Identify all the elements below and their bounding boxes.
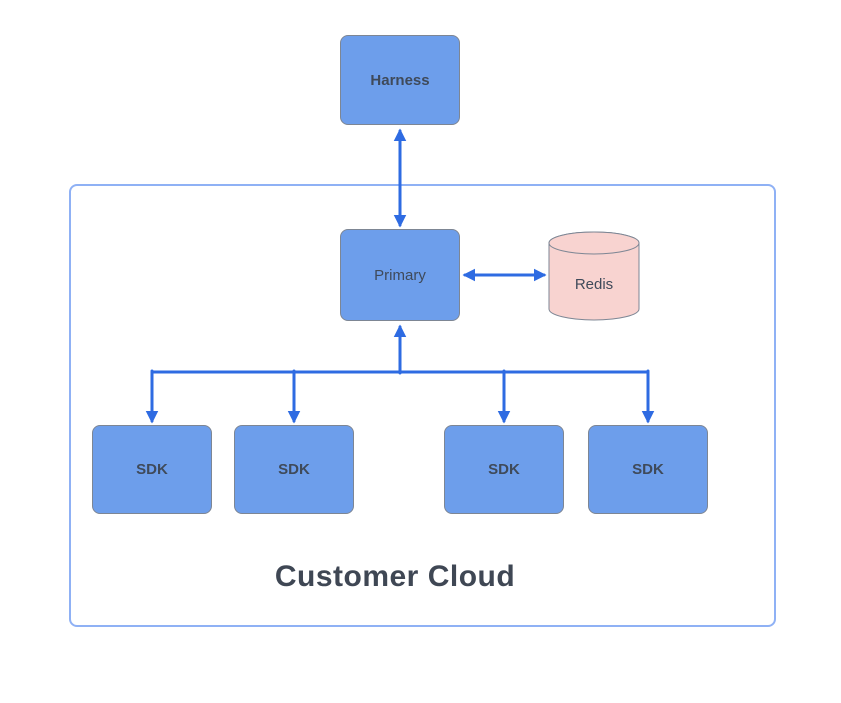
node-sdk-2: SDK — [234, 425, 354, 514]
node-sdk-4-label: SDK — [632, 461, 664, 478]
node-primary: Primary — [340, 229, 460, 321]
node-primary-label: Primary — [374, 266, 426, 284]
customer-cloud-label: Customer Cloud — [274, 560, 516, 593]
node-sdk-3-label: SDK — [488, 461, 520, 478]
node-harness: Harness — [340, 35, 460, 125]
node-sdk-1-label: SDK — [136, 461, 168, 478]
node-harness-label: Harness — [370, 71, 430, 89]
node-sdk-1: SDK — [92, 425, 212, 514]
node-sdk-4: SDK — [588, 425, 708, 514]
node-redis: Redis — [548, 230, 640, 322]
database-cylinder-icon — [548, 231, 640, 321]
node-sdk-2-label: SDK — [278, 461, 310, 478]
node-sdk-3: SDK — [444, 425, 564, 514]
customer-cloud-container — [69, 184, 776, 627]
node-redis-label: Redis — [574, 275, 614, 293]
